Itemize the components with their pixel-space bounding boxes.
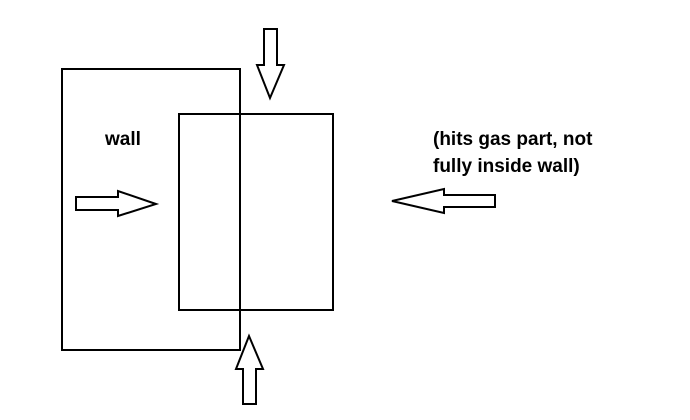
annotation-note-line-1: (hits gas part, not: [433, 129, 593, 150]
gas-box-rectangle: [178, 113, 334, 311]
down-pointing-arrow-icon: [255, 28, 286, 101]
left-pointing-arrow-icon: [391, 187, 496, 215]
right-pointing-arrow-icon: [75, 189, 160, 218]
wall-rectangle: [61, 68, 241, 351]
annotation-note-line-2: fully inside wall): [433, 156, 580, 177]
wall-label: wall: [105, 129, 141, 150]
annotation-note: (hits gas part, not fully inside wall): [433, 126, 592, 180]
up-pointing-arrow-icon: [234, 333, 265, 405]
